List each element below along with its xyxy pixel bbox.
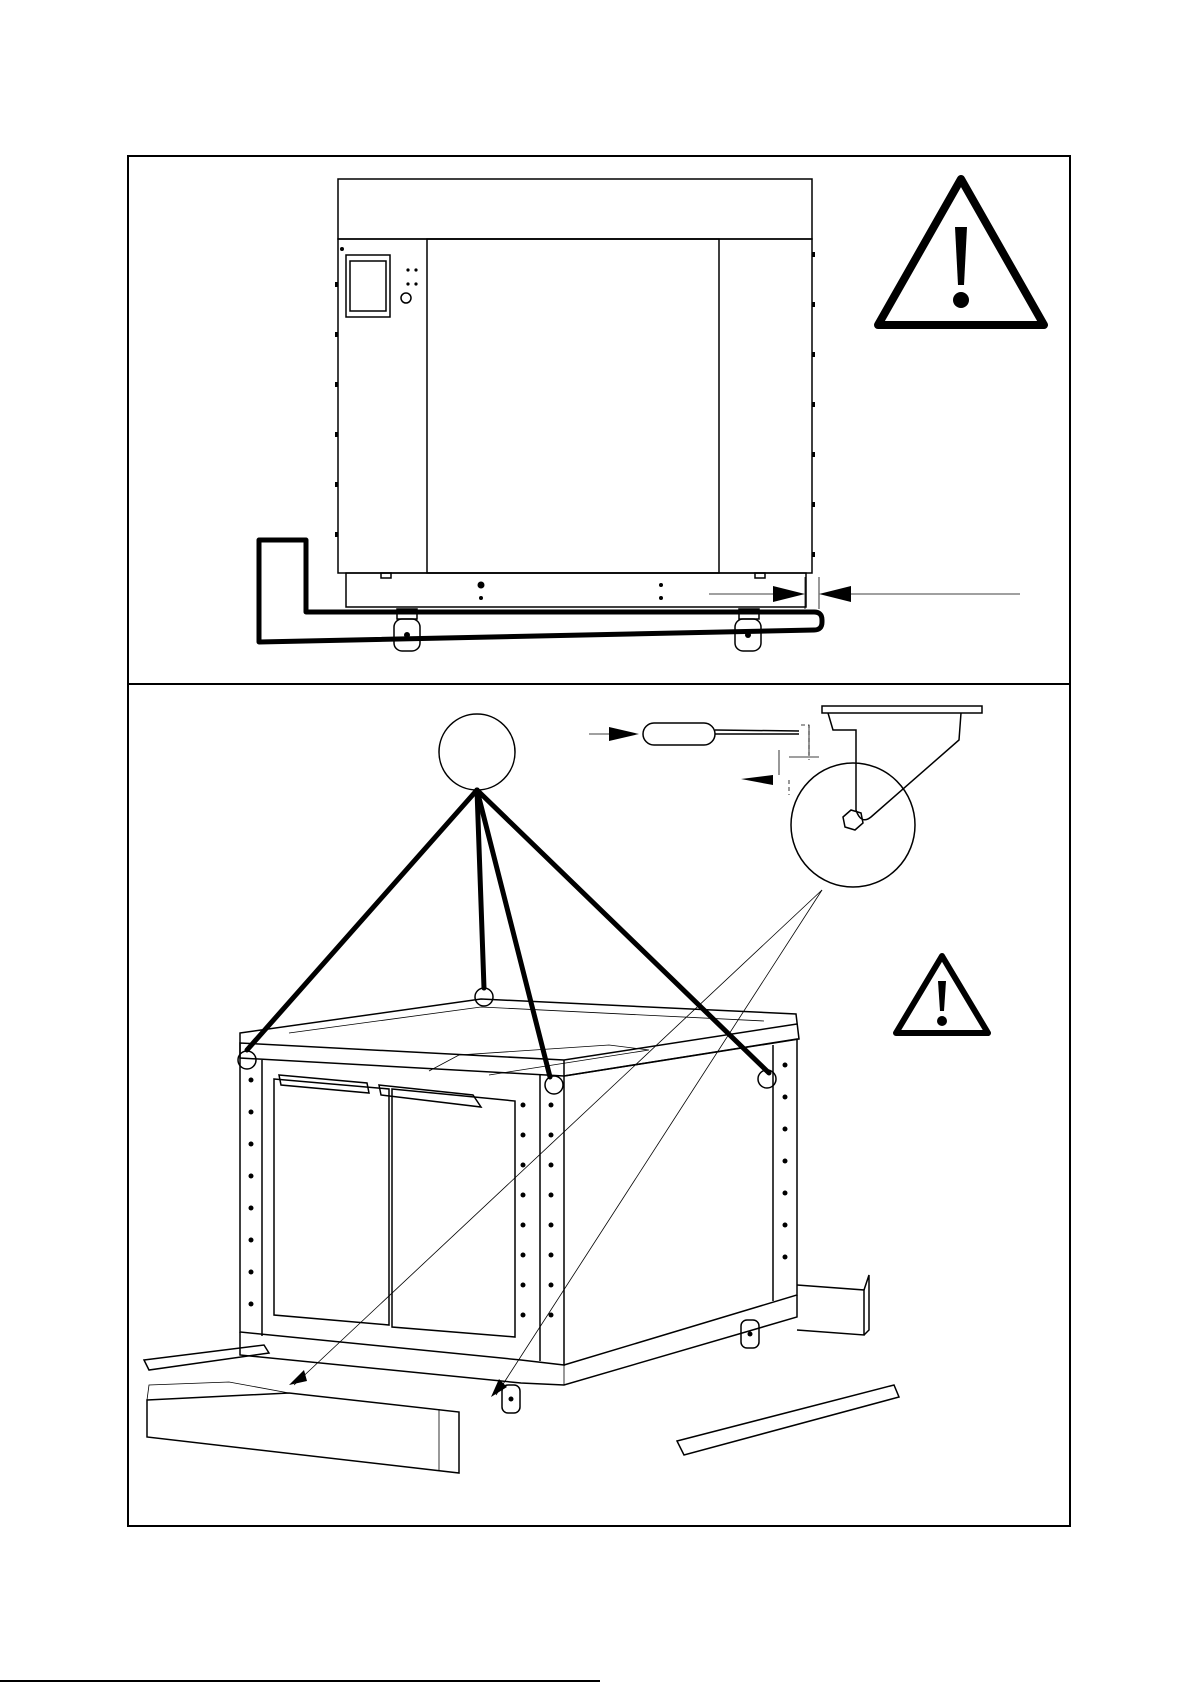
caster-detail (589, 706, 982, 887)
cabinet-side-face (564, 1039, 797, 1365)
front-view-drawing (129, 157, 1073, 687)
cabinet-top-frame (240, 999, 799, 1076)
floor-panel-left (144, 1345, 269, 1370)
lifting-slings (247, 790, 769, 1077)
fork-pocket-pointers (289, 890, 822, 1397)
caster-axle-nut (843, 810, 863, 830)
side-rivets (335, 252, 815, 557)
base-plinth (346, 573, 806, 607)
top-panel-front-view (127, 155, 1071, 685)
warning-triangle-icon (896, 956, 988, 1033)
warning-triangle-icon (878, 179, 1044, 325)
cabinet-door (427, 239, 719, 573)
floor-panel-front (147, 1393, 459, 1473)
caster-rear (741, 1320, 759, 1348)
caster-front (502, 1385, 520, 1413)
caster-top-plate (822, 706, 982, 713)
lifting-hook-ring (439, 714, 515, 790)
screwdriver-icon (643, 723, 715, 745)
cabinet-top-band (338, 179, 812, 239)
bottom-panel-isometric-view (127, 683, 1071, 1527)
control-box (346, 255, 390, 317)
lifting-fork-outline (259, 540, 822, 642)
floor-panel-right (677, 1385, 899, 1455)
caster-left (394, 609, 420, 651)
cabinet-doors (274, 1075, 515, 1337)
gland-nut (401, 293, 411, 303)
page-footer-rule (0, 1680, 600, 1682)
cabinet-rivets (249, 1063, 788, 1318)
isometric-view-drawing (129, 685, 1073, 1529)
caster-wheel (791, 763, 915, 887)
cabinet-body (338, 239, 812, 573)
floor-panel-rear (797, 1285, 864, 1335)
clearance-dimension (709, 577, 1020, 609)
